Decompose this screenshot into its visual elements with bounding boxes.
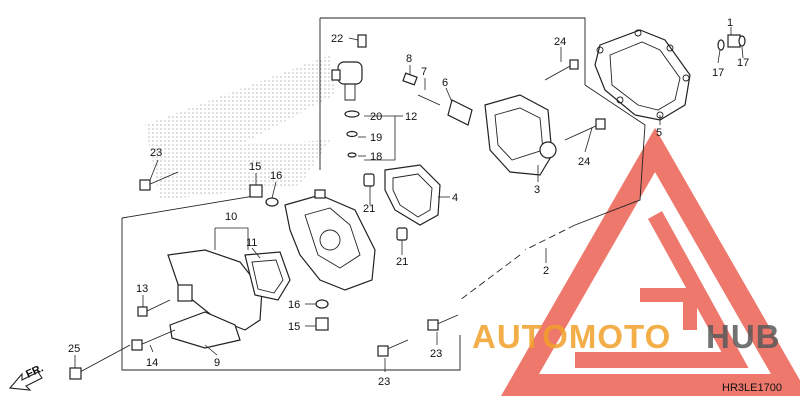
callout-17: 17 <box>737 57 749 69</box>
callout-21: 21 <box>363 203 375 215</box>
callout-23: 23 <box>430 348 442 360</box>
callout-7: 7 <box>421 66 427 78</box>
callout-15: 15 <box>249 161 261 173</box>
watermark-logo-icon <box>500 127 800 396</box>
mounting-bolts <box>69 171 459 380</box>
dowel-pin-part <box>396 227 408 241</box>
callout-1: 1 <box>727 17 733 29</box>
callout-22: 22 <box>331 33 343 45</box>
callout-23: 23 <box>150 147 162 159</box>
watermark-brand-left: AUTOMOTO <box>472 318 671 355</box>
gasket-part <box>384 164 441 226</box>
callout-9: 9 <box>214 357 220 369</box>
callout-11: 11 <box>246 237 257 249</box>
assembly-frame <box>121 17 646 371</box>
gasket-plate-part <box>594 29 691 121</box>
watermark-brand: AUTOMOTO HUB <box>472 318 781 355</box>
callout-18: 18 <box>370 151 382 163</box>
callout-15: 15 <box>288 321 300 333</box>
watermark-brand-right: HUB <box>706 318 781 355</box>
callout-20: 20 <box>370 111 382 123</box>
callout-8: 8 <box>406 53 412 65</box>
diagram-code: HR3LE1700 <box>722 382 782 394</box>
callout-13: 13 <box>136 283 148 295</box>
callout-labels: 1 17 17 5 24 24 3 2 22 8 7 6 20 12 19 18… <box>68 17 749 388</box>
leader-lines <box>74 27 744 372</box>
callout-3: 3 <box>534 184 540 196</box>
callout-10: 10 <box>225 211 237 223</box>
callout-4: 4 <box>452 192 458 204</box>
callout-16: 16 <box>288 299 300 311</box>
dowel-pin-part <box>363 173 375 187</box>
callout-24: 24 <box>554 36 566 48</box>
front-direction-arrow-icon <box>8 371 43 391</box>
valve-body-part <box>484 94 557 176</box>
solenoid-assembly-part <box>167 249 291 349</box>
callout-14: 14 <box>146 357 158 369</box>
background-wing-logo <box>145 55 335 200</box>
callout-17: 17 <box>712 67 724 79</box>
solenoid-part <box>331 34 367 158</box>
callout-16: 16 <box>270 170 282 182</box>
callout-12: 12 <box>405 111 417 123</box>
callout-21: 21 <box>396 256 408 268</box>
callout-2: 2 <box>543 265 549 277</box>
callout-24: 24 <box>578 156 590 168</box>
callout-23: 23 <box>378 376 390 388</box>
callout-19: 19 <box>370 132 382 144</box>
callout-5: 5 <box>656 127 662 139</box>
spool-valve-part <box>402 72 473 126</box>
fitting-parts <box>717 34 746 51</box>
callout-6: 6 <box>442 77 448 89</box>
callout-25: 25 <box>68 343 80 355</box>
bolt-parts <box>544 59 606 141</box>
main-housing-part <box>284 189 376 291</box>
